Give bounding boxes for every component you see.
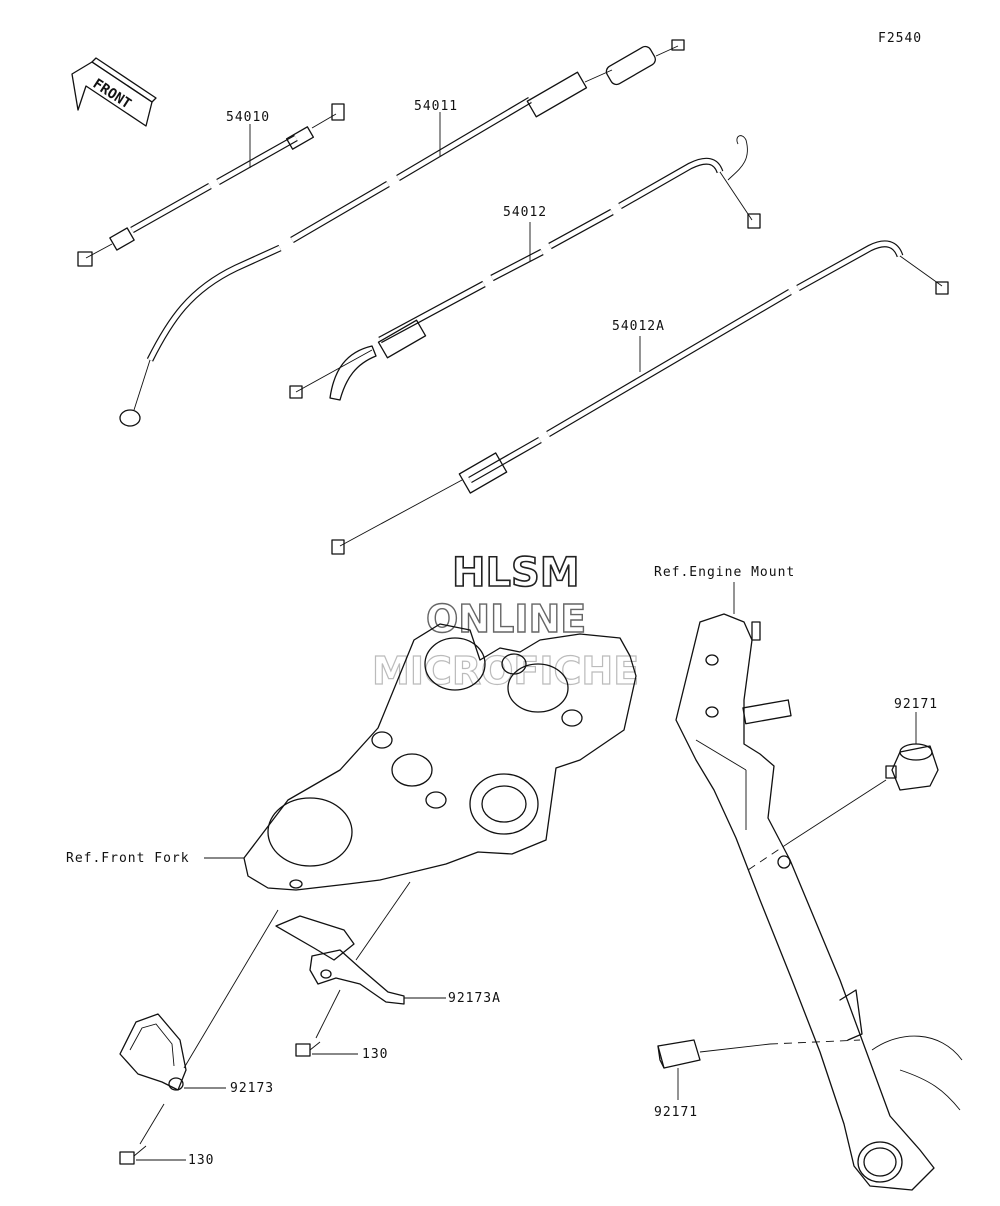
part-number-54010[interactable]: 54010: [226, 110, 270, 125]
svg-text:ONLINE: ONLINE: [426, 597, 586, 641]
leader-92173-b: [183, 909, 279, 1069]
cable-54012a[interactable]: [331, 240, 949, 555]
clamp-92171-lower[interactable]: [657, 1039, 701, 1069]
cable-54010[interactable]: [77, 103, 345, 267]
svg-text:HLSM: HLSM: [452, 550, 580, 596]
part-number-130-lower[interactable]: 130: [188, 1153, 214, 1168]
cable-54012[interactable]: [289, 135, 761, 401]
leader-92173a-b: [355, 881, 411, 961]
front-fork-bracket: [243, 623, 637, 891]
part-number-92171-upper[interactable]: 92171: [894, 697, 938, 712]
front-arrow-icon: FRONT: [71, 57, 157, 127]
guide-92173[interactable]: [119, 1013, 187, 1091]
leader-130-upper-b: [315, 989, 341, 1039]
part-number-54011[interactable]: 54011: [414, 99, 458, 114]
part-number-92171-lower[interactable]: 92171: [654, 1105, 698, 1120]
part-number-54012a[interactable]: 54012A: [612, 319, 665, 334]
bolt-130-lower[interactable]: [119, 1145, 147, 1165]
engine-mount-bracket: [675, 613, 963, 1191]
leader-92171-lower-dash: [769, 1039, 861, 1045]
bolt-130-upper[interactable]: [295, 1041, 321, 1057]
part-number-54012[interactable]: 54012: [503, 205, 547, 220]
ref-front-fork: Ref.Front Fork: [66, 851, 190, 866]
clamp-92171-upper[interactable]: [885, 743, 939, 791]
guide-92173a[interactable]: [275, 915, 405, 1005]
leader-92171-upper-dash: [747, 841, 791, 871]
leader-92171-lower: [699, 1043, 771, 1053]
figure-code: F2540: [878, 31, 922, 46]
ref-engine-mount: Ref.Engine Mount: [654, 565, 795, 580]
leader-92171-upper-b: [789, 779, 887, 843]
part-number-92173[interactable]: 92173: [230, 1081, 274, 1096]
front-label: FRONT: [90, 76, 134, 112]
leader-130-lower-b: [139, 1103, 165, 1145]
part-number-130-upper[interactable]: 130: [362, 1047, 388, 1062]
watermark: HLSM ONLINE MICROFICHE: [371, 549, 639, 693]
part-number-92173a[interactable]: 92173A: [448, 991, 501, 1006]
cable-54011[interactable]: [119, 39, 685, 427]
